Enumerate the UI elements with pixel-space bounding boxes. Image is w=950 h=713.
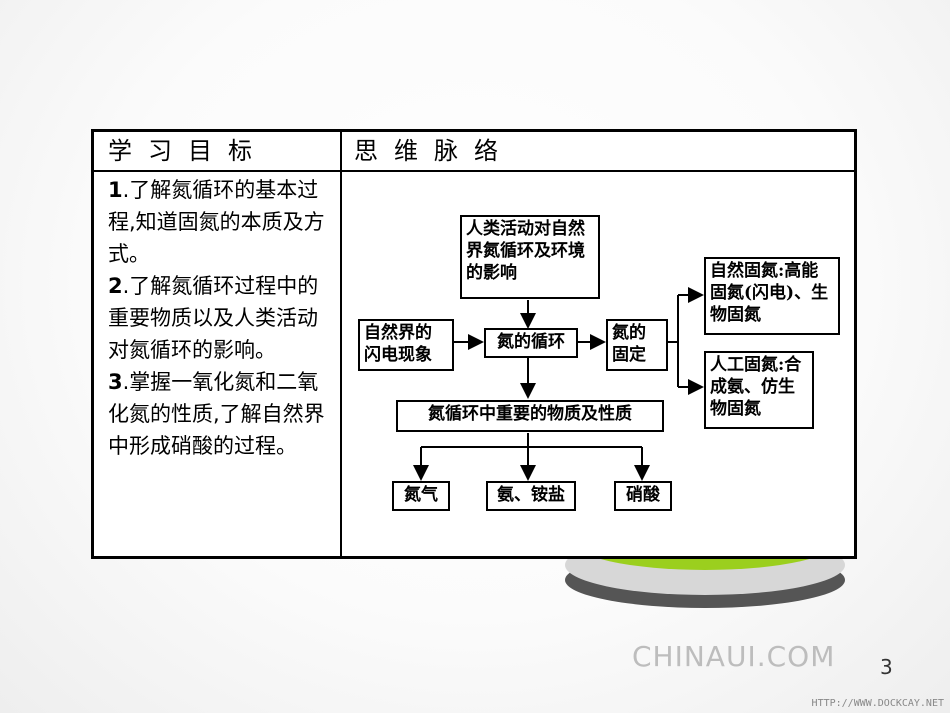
box-human-activity: 人类活动对自然界氮循环及环境的影响 (460, 215, 600, 299)
box-natural-fixation: 自然固氮:高能固氮(闪电)、生物固氮 (704, 257, 840, 335)
goal-text: .掌握一氧化氮和二氧化氮的性质,了解自然界中形成硝酸的过程。 (108, 370, 325, 458)
box-artificial-fixation: 人工固氮:合成氨、仿生物固氮 (704, 351, 814, 429)
watermark-logo: CHINAUI.COM (632, 640, 836, 673)
box-nitric-acid: 硝酸 (614, 481, 672, 511)
footer-url: HTTP://WWW.DOCKCAY.NET (811, 698, 944, 709)
page-number: 3 (880, 655, 893, 679)
nitrogen-cycle-diagram: 人类活动对自然界氮循环及环境的影响 自然界的闪电现象 氮的循环 氮的固定 自然固… (356, 215, 846, 515)
content-table: 学习目标 思维脉络 1.了解氮循环的基本过程,知道固氮的本质及方式。 2.了解氮… (91, 129, 857, 559)
goal-number: 1 (108, 178, 123, 202)
header-divider (94, 170, 854, 172)
goal-item-2: 2.了解氮循环过程中的重要物质以及人类活动对氮循环的影响。 (108, 270, 334, 366)
box-lightning: 自然界的闪电现象 (358, 319, 454, 371)
box-nitrogen-gas: 氮气 (392, 481, 450, 511)
goal-text: .了解氮循环过程中的重要物质以及人类活动对氮循环的影响。 (108, 274, 319, 362)
box-important-substances: 氮循环中重要的物质及性质 (396, 400, 664, 432)
header-mind-map: 思维脉络 (354, 137, 514, 165)
header-learning-goals: 学习目标 (108, 137, 268, 165)
goal-item-3: 3.掌握一氧化氮和二氧化氮的性质,了解自然界中形成硝酸的过程。 (108, 366, 334, 462)
box-ammonia: 氨、铵盐 (486, 481, 576, 511)
goal-number: 3 (108, 370, 123, 394)
column-divider (340, 132, 342, 556)
box-nitrogen-cycle: 氮的循环 (484, 328, 578, 358)
diagram-connectors (413, 287, 704, 481)
goal-text: .了解氮循环的基本过程,知道固氮的本质及方式。 (108, 178, 325, 266)
goal-item-1: 1.了解氮循环的基本过程,知道固氮的本质及方式。 (108, 174, 334, 270)
goals-list: 1.了解氮循环的基本过程,知道固氮的本质及方式。 2.了解氮循环过程中的重要物质… (108, 174, 334, 462)
goal-number: 2 (108, 274, 123, 298)
box-fixation: 氮的固定 (606, 319, 668, 371)
